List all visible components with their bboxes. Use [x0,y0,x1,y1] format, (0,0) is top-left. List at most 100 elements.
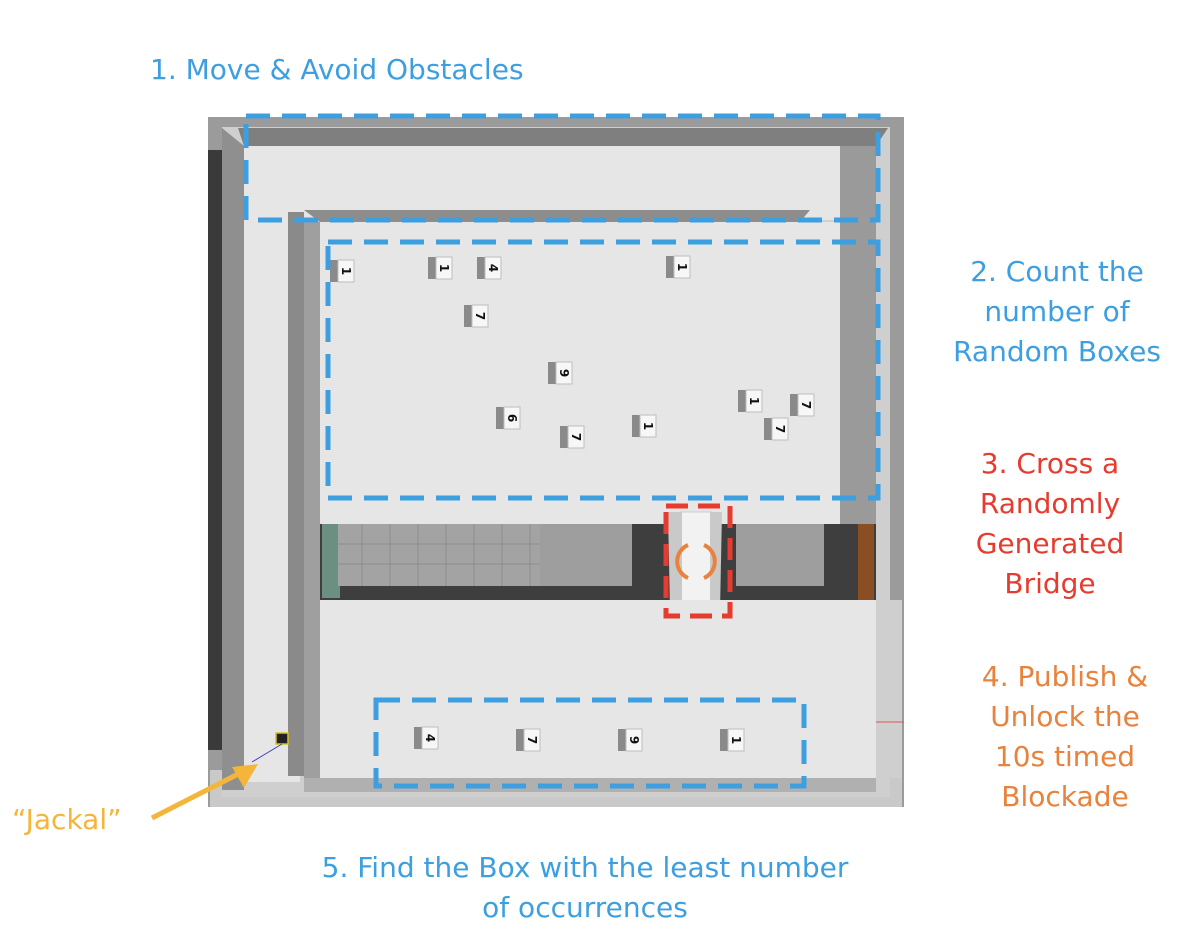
arena-box-side [496,407,506,429]
step1-label: 1. Move & Avoid Obstacles [150,53,524,86]
arena-box: 6 [496,406,521,430]
final-box-side [720,729,730,751]
step4-line1: 4. Publish & [981,660,1149,693]
arena-box-label: 1 [437,264,451,272]
final-box: 7 [516,728,541,752]
gap-left-edge [322,524,340,598]
final-box: 9 [618,728,643,752]
arena-box: 7 [764,417,789,441]
arena-box-face [555,361,573,385]
step3-line4: Bridge [1004,567,1096,600]
arena-box-side [330,260,340,282]
arena-box-face [673,255,691,279]
blockade-gate [858,524,874,600]
arena-box: 4 [477,256,502,280]
step4-line4: Blockade [1001,780,1129,813]
arena-box-side [738,390,748,412]
gap-tile-area [338,524,540,586]
jackal-arrow-head [232,764,258,788]
top-wall-shade [238,128,888,146]
arena-box-face [639,414,657,438]
step2-line1: 2. Count the [970,255,1144,288]
top-corridor-floor [244,146,840,220]
arena-box-label: 4 [486,264,500,272]
final-box: 4 [414,726,439,750]
arena-floor [320,222,840,524]
arena-box-side [428,257,438,279]
arena-box: 1 [428,256,453,280]
arena-box-label: 7 [799,401,813,409]
arena-boxes: 1 1 4 1 7 9 6 7 1 1 7 7 [330,255,815,449]
final-box-label: 7 [525,736,539,744]
arena-box-face [337,259,355,283]
bridge [679,511,713,613]
final-box-side [516,729,526,751]
step2-label: 2. Count the number of Random Boxes [932,252,1182,372]
arena-box-label: 1 [641,422,655,430]
arena-box: 7 [560,425,585,449]
jackal-arrow-shaft [150,767,248,821]
final-boxes: 4 7 9 1 [414,726,745,752]
step3-line3: Generated [975,527,1125,560]
arena-box-label: 7 [473,312,487,320]
final-box-face [421,726,439,750]
final-box-label: 9 [627,736,641,744]
region-count-boxes [325,239,881,501]
left-dark-edge [208,150,222,750]
arena-box-side [790,394,800,416]
arena-box: 1 [666,255,691,279]
final-box-face [625,728,643,752]
arena-box-side [560,426,570,448]
jackal-robot [275,732,289,745]
arena-box: 9 [548,361,573,385]
arena-box-label: 7 [569,433,583,441]
arena-box: 7 [464,304,489,328]
arena-box-face [503,406,521,430]
arena-box-label: 7 [773,425,787,433]
gap-grey-panel-right [736,524,824,586]
gap-tile-grid [338,524,540,586]
blockade-marker-right [703,543,717,580]
bridge-left-rail [668,512,682,612]
arena-box-side [477,257,487,279]
gap-grey-panel [540,524,632,586]
arena-box-face [745,389,763,413]
final-box: 1 [720,728,745,752]
left-corridor-floor [244,146,288,782]
inner-left-wall-side [304,222,320,778]
arena-box: 1 [738,389,763,413]
arena-box-label: 1 [339,267,353,275]
region-final-boxes [373,697,807,789]
arena-box: 7 [790,393,815,417]
lower-room-right-wall [876,600,902,778]
arena-box-label: 1 [747,397,761,405]
step3-line1: 3. Cross a [980,447,1120,480]
final-box-side [414,727,424,749]
lower-room-floor [320,600,876,778]
inner-top-wall-shade [304,210,810,222]
right-wall-shade [840,146,876,524]
arena-box-face [435,256,453,280]
arena-box: 1 [330,259,355,283]
step3-label: 3. Cross a Randomly Generated Bridge [925,444,1175,604]
step5-label: 5. Find the Box with the least number of… [250,848,920,928]
arena-box-side [666,256,676,278]
blockade-marker-left [675,543,689,580]
step4-line3: 10s timed [994,740,1136,773]
arena-box-side [632,415,642,437]
jackal-label: “Jackal” [12,803,122,836]
arena-box-label: 9 [557,369,571,377]
arena-box-face [567,425,585,449]
step2-line2: number of [984,295,1130,328]
step3-line2: Randomly [979,487,1121,520]
step4-label: 4. Publish & Unlock the 10s timed Blocka… [940,657,1190,817]
arena-box-side [764,418,774,440]
inner-left-wall-shade [288,212,304,776]
left-wall-shade [222,128,244,790]
arena-box-face [484,256,502,280]
final-box-label: 1 [729,736,743,744]
final-box-label: 4 [423,734,437,742]
final-box-face [523,728,541,752]
arena-box: 1 [632,414,657,438]
